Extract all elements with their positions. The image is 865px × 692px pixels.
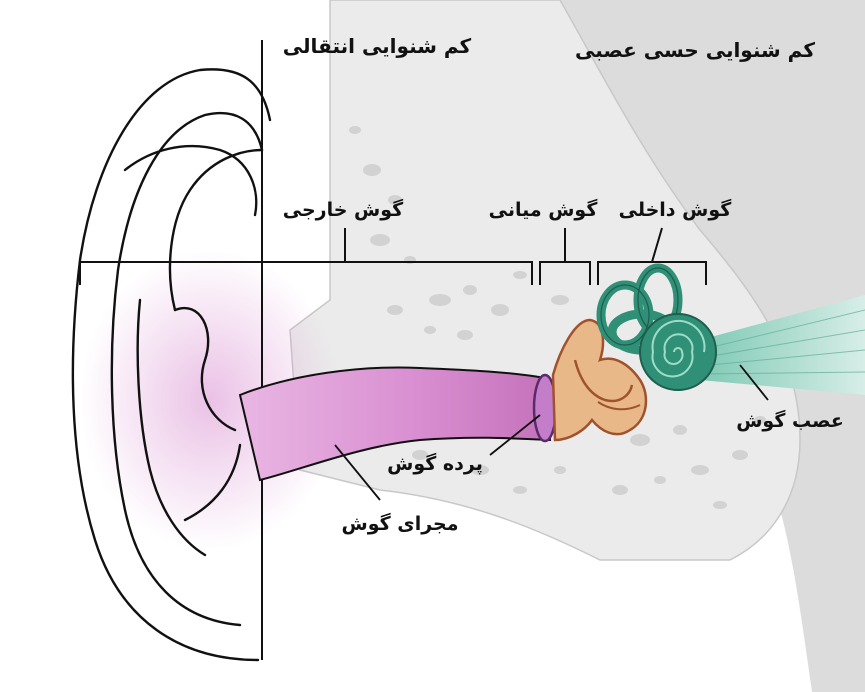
bracket-middle-ear <box>539 228 591 285</box>
cochlea <box>639 313 717 391</box>
label-outer-ear: گوش خارجی <box>282 199 404 221</box>
leader-eardrum <box>489 414 541 456</box>
label-middle-ear: گوش میانی <box>488 199 598 221</box>
header-sensorineural-hearing-loss: کم شنوایی حسی عصبی <box>575 38 815 62</box>
label-inner-ear: گوش داخلی <box>618 199 732 221</box>
label-eardrum: پرده گوش <box>387 453 483 475</box>
bracket-outer-ear <box>79 228 533 285</box>
pinna <box>71 68 272 662</box>
bracket-inner-ear <box>597 227 707 285</box>
label-ear-canal: مجرای گوش <box>341 513 459 535</box>
header-conductive-hearing-loss: کم شنوایی انتقالی <box>282 34 472 58</box>
label-auditory-nerve: عصب گوش <box>736 410 844 432</box>
leader-auditory-nerve <box>739 364 769 401</box>
leader-ear-canal <box>334 444 381 501</box>
